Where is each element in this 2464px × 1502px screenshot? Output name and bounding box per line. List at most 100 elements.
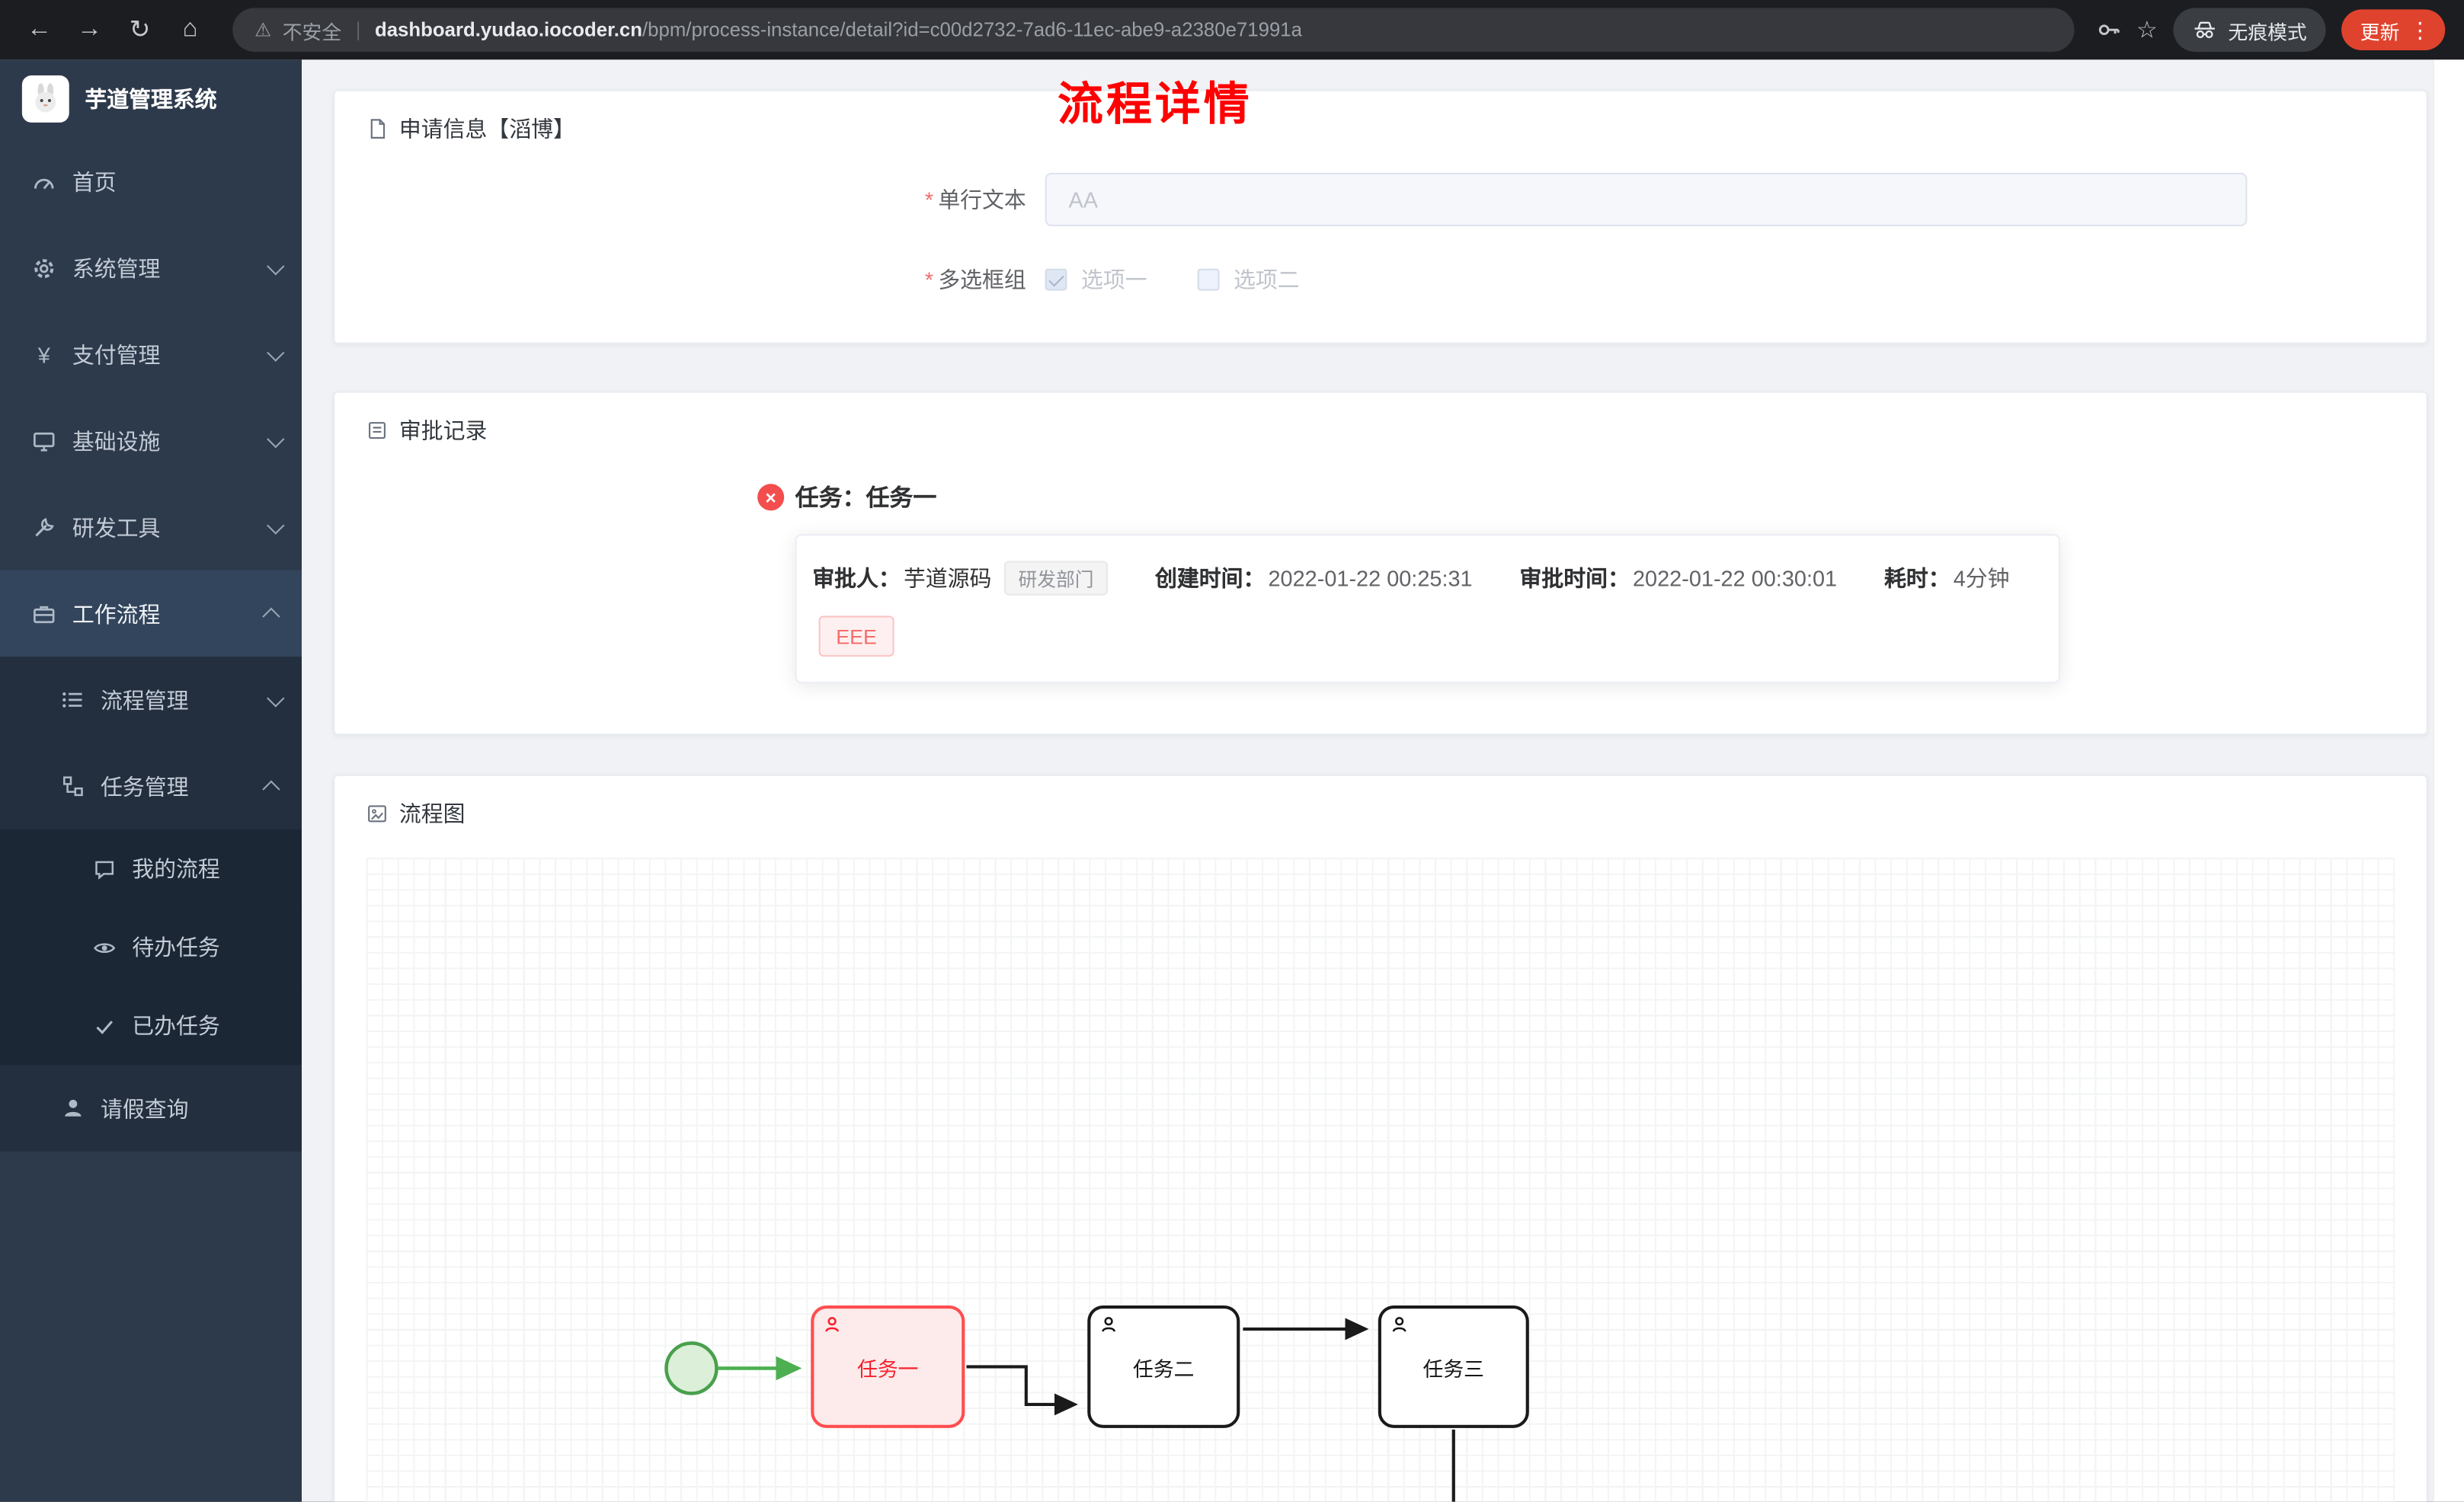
process-diagram-header: 流程图 <box>334 776 2426 839</box>
bookmark-star-icon[interactable]: ☆ <box>2136 17 2158 44</box>
eye-icon <box>91 935 117 960</box>
record-icon <box>368 422 386 439</box>
checkbox-unchecked-icon <box>1197 268 1220 291</box>
not-secure-label: 不安全 <box>282 21 342 43</box>
checkbox-checked-icon <box>1045 268 1067 291</box>
gear-icon <box>31 255 56 280</box>
dashboard-icon <box>31 169 56 194</box>
monitor-icon <box>31 428 56 453</box>
page-title: 流程详情 <box>1058 80 1253 131</box>
sidebar-item-workflow[interactable]: 工作流程 <box>0 570 302 657</box>
update-label: 更新 <box>2360 21 2400 43</box>
app-logo-avatar <box>21 75 69 123</box>
chevron-down-icon <box>267 689 285 707</box>
wrench-icon <box>31 514 56 539</box>
chevron-down-icon <box>267 257 285 275</box>
user-task-icon <box>1102 1317 1115 1332</box>
list-icon <box>59 687 85 712</box>
sidebar-item-leave-query[interactable]: 请假查询 <box>0 1065 302 1152</box>
url-text: dashboard.yudao.iocoder.cn/bpm/process-i… <box>375 19 1302 41</box>
sidebar-item-infrastructure[interactable]: 基础设施 <box>0 398 302 484</box>
create-time-value: 2022-01-22 00:25:31 <box>1268 565 1473 591</box>
home-icon[interactable]: ⌂ <box>182 15 198 43</box>
sidebar-item-process-management[interactable]: 流程管理 <box>0 657 302 743</box>
checkbox-option-1-label: 选项一 <box>1081 267 1147 292</box>
approver-value: 芋道源码 <box>903 565 992 591</box>
bpmn-task-3[interactable]: 任务三 <box>1378 1305 1529 1428</box>
apply-info-title: 申请信息【滔博】 <box>398 116 575 142</box>
forward-icon[interactable]: → <box>77 15 103 43</box>
chevron-up-icon <box>262 779 280 797</box>
browser-menu-dots-icon[interactable]: ⋮ <box>2408 16 2431 42</box>
not-secure-warning-icon: ⚠ <box>254 18 272 41</box>
sidebar-item-dev-tools[interactable]: 研发工具 <box>0 484 302 570</box>
sidebar-item-done-tasks[interactable]: 已办任务 <box>0 986 302 1066</box>
flow-task1-to-task2 <box>966 1365 1078 1416</box>
sidebar-item-payment-management[interactable]: ¥ 支付管理 <box>0 311 302 397</box>
flow-nodes-icon <box>59 774 85 799</box>
check-icon <box>91 1013 117 1038</box>
approve-time-label: 审批时间： <box>1519 565 1630 591</box>
checkbox-option-1[interactable]: 选项一 <box>1045 264 1147 296</box>
bpmn-task-2-label: 任务二 <box>1133 1356 1195 1380</box>
incognito-badge[interactable]: 无痕模式 <box>2173 8 2326 53</box>
url-domain: dashboard.yudao.iocoder.cn <box>374 18 642 41</box>
apply-info-card: 申请信息【滔博】 *单行文本 *多选框组 选项一 <box>333 89 2428 344</box>
approval-records-title: 审批记录 <box>398 417 488 443</box>
chevron-down-icon <box>267 516 285 534</box>
bpmn-canvas[interactable]: 任务一 任务二 任务三 <box>366 858 2395 1502</box>
person-icon <box>59 1096 85 1121</box>
task-title: 任务：任务一 <box>795 485 937 513</box>
required-asterisk: * <box>924 187 934 213</box>
incognito-spy-icon <box>2192 18 2217 43</box>
bpmn-task-1-label: 任务一 <box>857 1356 919 1380</box>
form-row-checkbox-group: *多选框组 选项一 选项二 <box>366 264 2395 296</box>
chat-bubble-icon <box>91 856 117 881</box>
reason-tag: EEE <box>818 615 894 657</box>
field-label-checkbox-group: *多选框组 <box>924 267 1026 292</box>
sidebar: 芋道管理系统 首页 系统管理 ¥ 支付管理 基础设施 <box>0 59 302 1502</box>
checkbox-option-2[interactable]: 选项二 <box>1197 264 1300 296</box>
url-separator: | <box>355 18 361 41</box>
duration-label: 耗时： <box>1883 565 1950 591</box>
yen-icon: ¥ <box>37 341 50 367</box>
field-label-single-line-text: *单行文本 <box>924 187 1026 213</box>
password-key-icon[interactable] <box>2095 18 2120 43</box>
bpmn-task-1[interactable]: 任务一 <box>811 1305 965 1428</box>
app-logo[interactable]: 芋道管理系统 <box>0 59 302 138</box>
single-line-text-input[interactable] <box>1045 172 2248 226</box>
sidebar-item-system-management[interactable]: 系统管理 <box>0 225 302 311</box>
bpmn-task-2[interactable]: 任务二 <box>1087 1305 1240 1428</box>
approval-record-row: 审批人： 芋道源码 研发部门 创建时间： 2022-01-22 00:25:31… <box>812 561 2043 596</box>
process-diagram-title: 流程图 <box>398 801 466 826</box>
approval-record-detail-card: 审批人： 芋道源码 研发部门 创建时间： 2022-01-22 00:25:31… <box>795 534 2060 684</box>
sidebar-item-my-process[interactable]: 我的流程 <box>0 829 302 909</box>
required-asterisk: * <box>924 267 934 292</box>
duration-value: 4分钟 <box>1953 565 2010 591</box>
approval-records-card: 审批记录 × 任务：任务一 审批人： 芋道源码 研发部门 创建时间： 2022-… <box>333 391 2428 736</box>
timeline-task-item: × 任务：任务一 <box>757 481 2395 513</box>
checkbox-option-2-label: 选项二 <box>1234 267 1300 292</box>
reload-icon[interactable]: ↻ <box>129 17 151 44</box>
back-icon[interactable]: ← <box>27 15 53 43</box>
url-bar[interactable]: ⚠ 不安全 | dashboard.yudao.iocoder.cn/bpm/p… <box>232 8 2074 53</box>
process-diagram-card: 流程图 <box>333 774 2428 1502</box>
sidebar-item-todo-tasks[interactable]: 待办任务 <box>0 908 302 987</box>
sidebar-item-task-management[interactable]: 任务管理 <box>0 743 302 829</box>
chrome-actions: ☆ 无痕模式 更新 ⋮ <box>2095 8 2446 53</box>
user-task-icon <box>1392 1317 1406 1332</box>
main-content: 流程详情 申请信息【滔博】 *单行文本 *多选框组 <box>302 59 2464 1502</box>
apply-info-header: 申请信息【滔博】 <box>334 91 2426 155</box>
rejected-status-icon: × <box>757 484 785 511</box>
sidebar-item-home[interactable]: 首页 <box>0 139 302 225</box>
approve-time-value: 2022-01-22 00:30:01 <box>1632 565 1838 591</box>
app-title: 芋道管理系统 <box>85 86 217 112</box>
vertical-scrollbar[interactable] <box>2432 59 2464 1502</box>
form-row-text: *单行文本 <box>366 172 2395 226</box>
chevron-up-icon <box>262 606 280 625</box>
browser-chrome: ← → ↻ ⌂ ⚠ 不安全 | dashboard.yudao.iocoder.… <box>0 0 2464 60</box>
chevron-down-icon <box>267 429 285 448</box>
browser-update-button[interactable]: 更新 ⋮ <box>2341 9 2446 50</box>
url-path: /bpm/process-instance/detail?id=c00d2732… <box>642 18 1302 41</box>
